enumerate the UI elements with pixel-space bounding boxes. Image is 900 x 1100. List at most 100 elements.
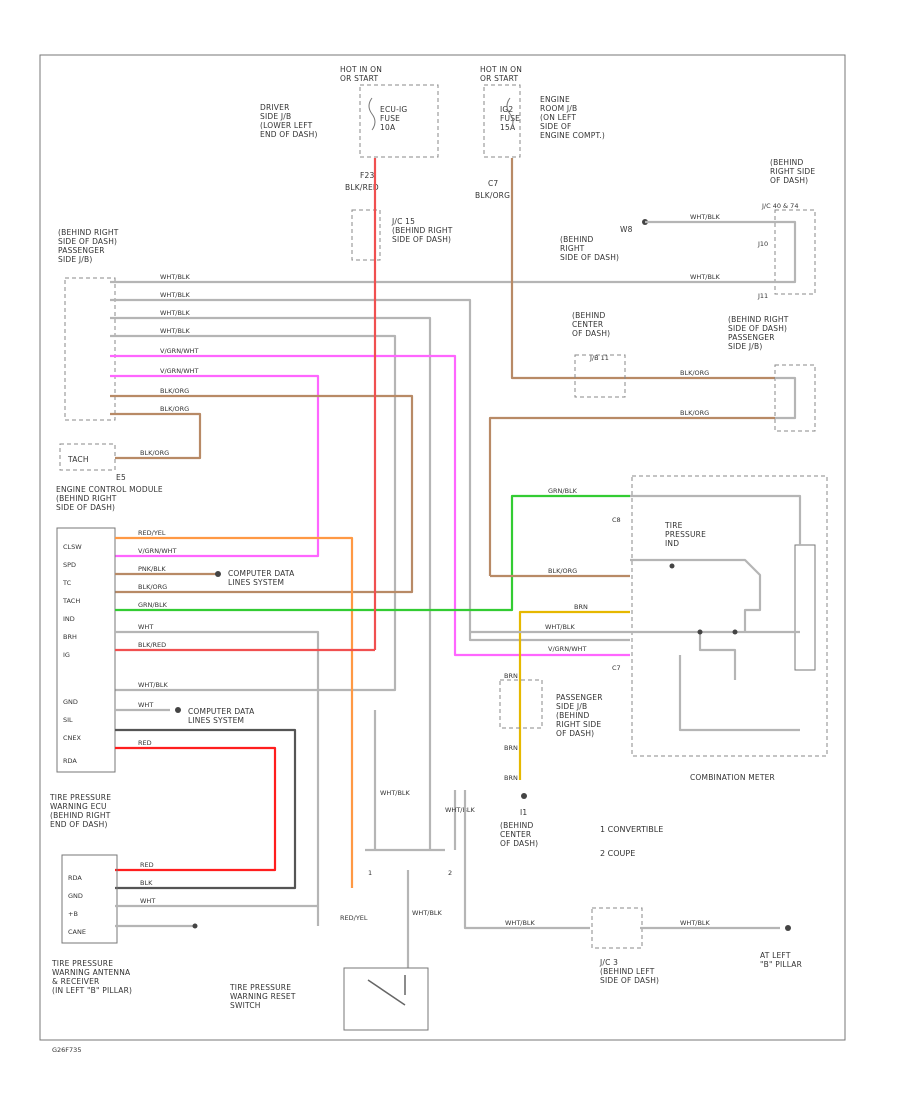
svg-text:BLK/ORG: BLK/ORG <box>160 387 189 395</box>
svg-text:IND: IND <box>63 615 75 623</box>
blk-org-top-label: BLK/ORG <box>475 191 510 200</box>
split-label-1: 1 <box>368 869 372 877</box>
jc15-dashed <box>351 209 381 261</box>
j11-label: J11 <box>757 292 768 300</box>
svg-text:SPD: SPD <box>63 561 76 569</box>
svg-text:WHT/BLK: WHT/BLK <box>160 309 191 317</box>
jb-center-dashed <box>574 354 626 398</box>
svg-text:RED: RED <box>140 861 154 869</box>
wire-label-jc3-right: WHT/BLK <box>680 919 711 927</box>
w-ground-label: W8 <box>620 225 633 234</box>
tach-box <box>59 443 116 471</box>
engine-jb-dashed <box>483 84 521 158</box>
svg-text:RDA: RDA <box>63 757 77 765</box>
ig2-fuse-symbol <box>506 97 514 131</box>
svg-text:V/GRN/WHT: V/GRN/WHT <box>548 645 587 653</box>
blk-red-top-label: BLK/RED <box>345 183 379 192</box>
svg-text:TC: TC <box>62 579 72 587</box>
ground-i1 <box>521 793 527 799</box>
svg-text:WHT/BLK: WHT/BLK <box>690 273 721 281</box>
at-left-b-label: AT LEFT"B" PILLAR <box>760 951 802 969</box>
ecu-ig-fuse-symbol <box>368 97 376 131</box>
tpw-pin-labels: RDA GND +B CANE <box>68 874 86 936</box>
svg-text:PNK/BLK: PNK/BLK <box>138 565 166 573</box>
tpw-reset-switch-symbol <box>367 975 406 1006</box>
jc-ab-label: J/C 40 & 74 <box>761 202 798 210</box>
tpw-wires: RED BLK WHT <box>115 861 318 929</box>
svg-text:CNEX: CNEX <box>63 734 82 742</box>
wire-label-brn-a: BRN <box>504 672 518 680</box>
svg-text:BLK/ORG: BLK/ORG <box>138 583 167 591</box>
e5-label: E5 <box>116 473 126 482</box>
svg-text:WHT: WHT <box>138 623 153 631</box>
svg-text:WHT/BLK: WHT/BLK <box>160 327 191 335</box>
footer-code: G26F735 <box>52 1046 81 1054</box>
diagram-frame <box>39 54 846 1041</box>
svg-text:CANE: CANE <box>68 928 86 936</box>
svg-text:CLSW: CLSW <box>63 543 82 551</box>
wire-label-vert-wb-1: WHT/BLK <box>380 789 411 797</box>
wire-label-jc3-left: WHT/BLK <box>505 919 536 927</box>
jc3-dashed <box>591 907 643 949</box>
tpw-ecu-box <box>61 854 118 944</box>
svg-text:WHT: WHT <box>138 701 153 709</box>
svg-text:GRN/BLK: GRN/BLK <box>138 601 168 609</box>
svg-text:V/GRN/WHT: V/GRN/WHT <box>160 367 199 375</box>
j10-label: J10 <box>757 240 768 248</box>
c7-label: C7 <box>488 179 498 188</box>
svg-text:BLK/RED: BLK/RED <box>138 641 166 649</box>
svg-text:RED/YEL: RED/YEL <box>138 529 166 537</box>
svg-text:SIL: SIL <box>63 716 73 724</box>
wire-label-ps-blkorg-2: BLK/ORG <box>680 409 709 417</box>
svg-text:BRN: BRN <box>574 603 588 611</box>
svg-text:+B: +B <box>68 910 78 918</box>
convertible-label: 1 CONVERTIBLE <box>600 825 663 834</box>
meter-wires: GRN/BLK BLK/ORG BRN WHT/BLK V/GRN/WHT <box>470 487 802 780</box>
svg-text:IG: IG <box>63 651 70 659</box>
svg-text:V/GRN/WHT: V/GRN/WHT <box>160 347 199 355</box>
i1-label: I1 <box>520 808 527 817</box>
svg-text:WHT/BLK: WHT/BLK <box>138 681 169 689</box>
svg-text:WHT/BLK: WHT/BLK <box>545 623 576 631</box>
svg-text:RED: RED <box>138 739 152 747</box>
f23-label: F23 <box>360 171 374 180</box>
wire-label-reset-wb: WHT/BLK <box>412 909 443 917</box>
c8-label: C8 <box>612 516 621 524</box>
svg-text:WHT/BLK: WHT/BLK <box>160 291 191 299</box>
svg-text:BLK: BLK <box>140 879 153 887</box>
wire-j10-j11-loop <box>775 220 797 284</box>
wire-ps-right-tan <box>488 416 775 576</box>
wire-label-vert-wb-2: WHT/BLK <box>445 806 476 814</box>
psjb-rows: WHT/BLK WHT/BLK WHT/BLK WHT/BLK WHT/BLK … <box>110 273 775 850</box>
tach-label: TACH <box>67 455 89 464</box>
psjb-left-dashed <box>64 277 116 421</box>
wire-label-brn-b: BRN <box>504 744 518 752</box>
ecm-pin-labels: CLSW SPD TC TACH IND BRH IG GND SIL CNEX… <box>62 543 82 765</box>
c7b-label: C7 <box>612 664 621 672</box>
svg-text:TACH: TACH <box>62 597 80 605</box>
svg-text:WHT: WHT <box>140 897 155 905</box>
psjb-bottom-dashed <box>499 679 543 729</box>
wire-label-right-wb-top: WHT/BLK <box>690 213 721 221</box>
svg-text:BLK/ORG: BLK/ORG <box>160 405 189 413</box>
wire-ig2-tan <box>510 158 775 380</box>
